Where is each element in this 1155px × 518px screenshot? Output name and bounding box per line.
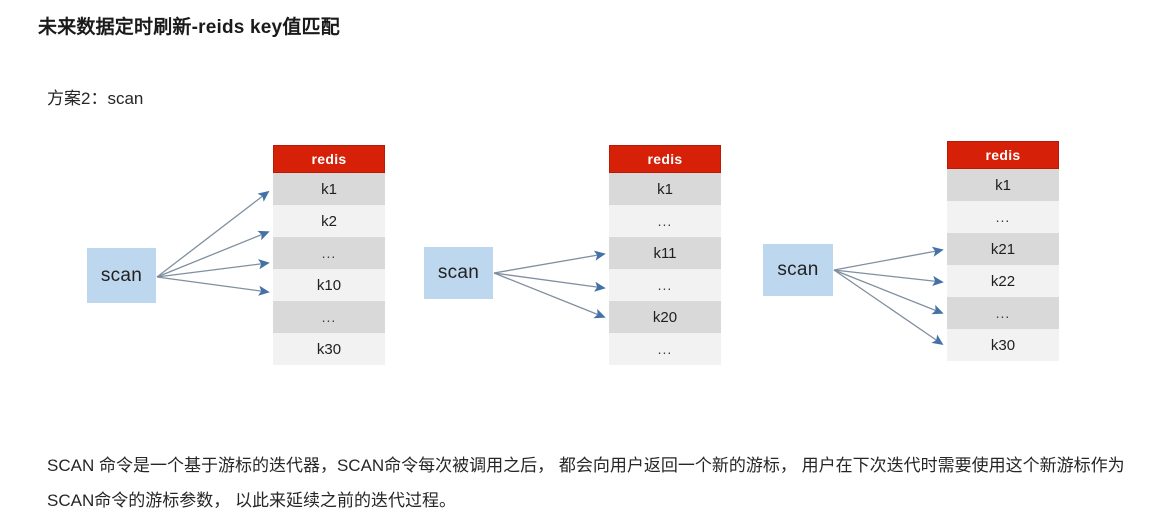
redis-row: ... bbox=[947, 297, 1059, 329]
arrow-to-k22 bbox=[833, 269, 944, 287]
redis-row: k1 bbox=[947, 169, 1059, 201]
redis-row: ... bbox=[609, 333, 721, 365]
page-subtitle: 方案2：scan bbox=[47, 89, 144, 108]
arrow-to-k10 bbox=[156, 276, 270, 296]
redis-row: k10 bbox=[273, 269, 385, 301]
redis-row: k30 bbox=[273, 333, 385, 365]
redis-table-header: redis bbox=[947, 141, 1059, 169]
arrow-to-k20 bbox=[493, 272, 606, 319]
redis-row: ... bbox=[609, 269, 721, 301]
body-paragraph: SCAN 命令是一个基于游标的迭代器，SCAN命令每次被调用之后， 都会向用户返… bbox=[47, 456, 1125, 510]
arrow-to-k2 bbox=[156, 230, 270, 278]
redis-row: k20 bbox=[609, 301, 721, 333]
redis-row: ... bbox=[273, 237, 385, 269]
arrow-to-k1 bbox=[156, 190, 270, 278]
arrow-to-dots bbox=[156, 259, 270, 278]
arrow-group-2 bbox=[493, 250, 606, 319]
redis-table-1: redis k1 k2 ... k10 ... k30 bbox=[273, 145, 385, 365]
redis-row: ... bbox=[273, 301, 385, 333]
redis-table-header: redis bbox=[273, 145, 385, 173]
scan-box-3[interactable]: scan bbox=[763, 244, 833, 296]
redis-row: k11 bbox=[609, 237, 721, 269]
arrow-group-3 bbox=[833, 246, 944, 346]
redis-row: k2 bbox=[273, 205, 385, 237]
arrow-to-k21 bbox=[833, 246, 944, 271]
redis-table-3: redis k1 ... k21 k22 ... k30 bbox=[947, 141, 1059, 361]
arrow-to-k11 bbox=[493, 250, 606, 274]
arrow-to-k30 bbox=[833, 269, 944, 346]
redis-table-header: redis bbox=[609, 145, 721, 173]
scan-box-2[interactable]: scan bbox=[424, 247, 493, 299]
arrow-to-dots bbox=[493, 272, 606, 292]
redis-table-2: redis k1 ... k11 ... k20 ... bbox=[609, 145, 721, 365]
scan-diagram: scan scan scan redis k1 k2 ... k10 ... k… bbox=[87, 141, 1059, 365]
redis-row: k30 bbox=[947, 329, 1059, 361]
arrow-group-1 bbox=[156, 190, 270, 296]
redis-row: ... bbox=[609, 205, 721, 237]
redis-row: k22 bbox=[947, 265, 1059, 297]
redis-row: ... bbox=[947, 201, 1059, 233]
redis-row: k21 bbox=[947, 233, 1059, 265]
scan-box-1[interactable]: scan bbox=[87, 248, 156, 303]
redis-row: k1 bbox=[273, 173, 385, 205]
page-title: 未来数据定时刷新-reids key值匹配 bbox=[38, 17, 340, 38]
arrow-to-dots bbox=[833, 269, 944, 315]
redis-row: k1 bbox=[609, 173, 721, 205]
